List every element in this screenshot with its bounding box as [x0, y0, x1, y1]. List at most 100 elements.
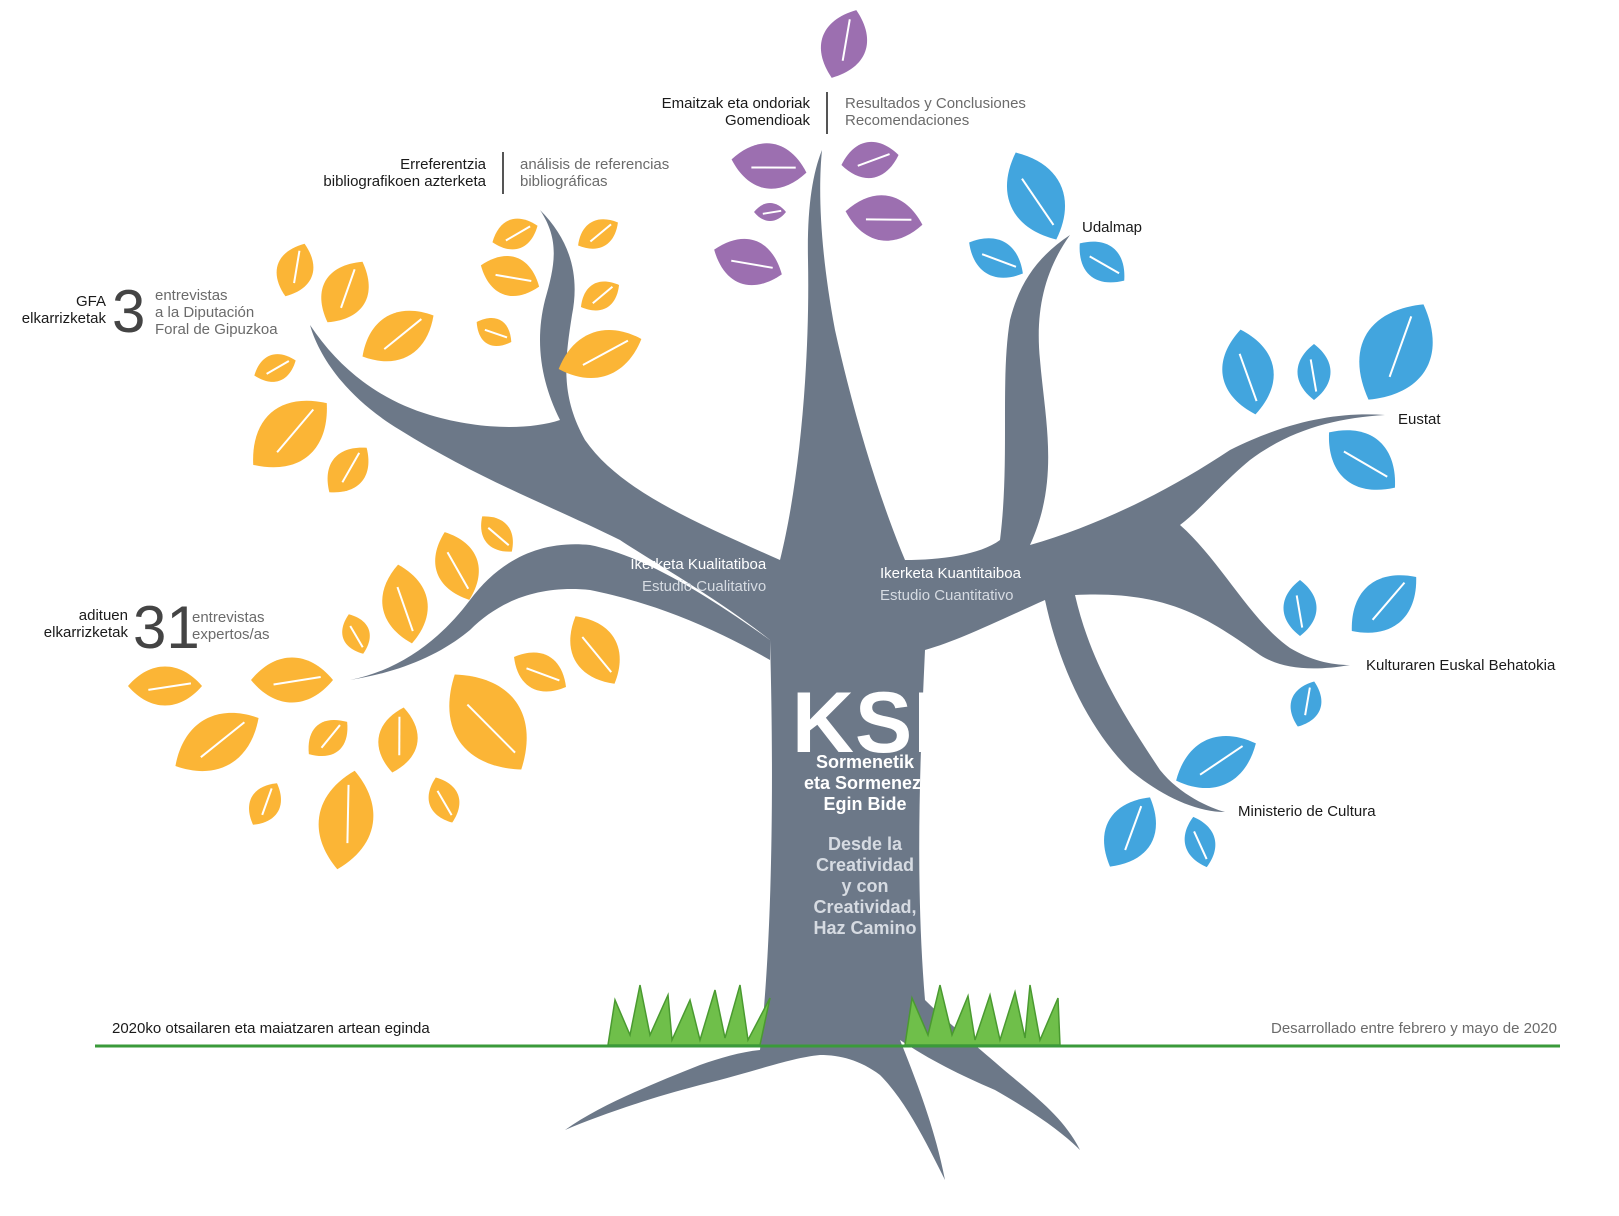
experts-label-es: entrevistas expertos/as [192, 609, 270, 643]
leaf-vein [865, 218, 912, 221]
leaf [428, 777, 460, 823]
leaf-vein [261, 788, 273, 816]
leaf-vein [1199, 745, 1244, 776]
ksi-es-line3: y con [841, 876, 889, 896]
results-eu-line2: Gomendioak [724, 112, 810, 129]
leaf-vein [857, 153, 890, 167]
leaf-vein [751, 166, 796, 169]
leaf-vein [1238, 353, 1258, 402]
qualitative-es: Estudio Cualitativo [642, 578, 767, 595]
quantitative-eu: Ikerketa Kuantitaiboa [880, 565, 1021, 582]
leaf-vein [487, 527, 510, 546]
leaf-vein [466, 703, 516, 754]
biblio-label-es: análisis de referencias bibliográficas [520, 156, 669, 190]
leaf [1184, 816, 1216, 868]
blue-leaves [969, 152, 1433, 868]
leaf [249, 783, 281, 825]
orange-leaves [128, 218, 642, 870]
purple-leaves [714, 10, 923, 286]
leaf [253, 400, 327, 468]
leaf [1079, 241, 1125, 283]
quantitative-label: Ikerketa Kuantitaiboa Estudio Cuantitati… [880, 563, 1021, 607]
leaf-vein [1089, 255, 1120, 275]
experts-eu-line1: adituen [78, 607, 128, 624]
gfa-es-line1: entrevistas [155, 287, 228, 304]
leaf-vein [1371, 581, 1406, 621]
leaf [382, 564, 428, 644]
leaf [1104, 797, 1156, 867]
leaf-vein [398, 716, 401, 756]
leaf-vein [981, 253, 1017, 268]
leaf [714, 238, 782, 286]
leaf-vein [526, 667, 560, 682]
leaf-vein [1304, 687, 1311, 716]
leaf-vein [200, 721, 246, 758]
leaf-vein [293, 250, 301, 284]
leaf-vein [731, 259, 773, 269]
experts-number: 31 [133, 594, 200, 661]
leaf [378, 707, 418, 773]
leaf-vein [505, 225, 531, 242]
source-ministerio: Ministerio de Cultura [1238, 803, 1376, 820]
leaf [969, 238, 1023, 278]
leaf-vein [349, 625, 364, 648]
leaf [276, 243, 314, 297]
ksi-eu-line3: Egin Bide [823, 794, 907, 814]
footer-right: Desarrollado entre febrero y mayo de 202… [1271, 1020, 1557, 1037]
biblio-label-eu: Erreferentzia bibliografikoen azterketa [250, 156, 486, 190]
leaf-vein [592, 285, 614, 305]
leaf-vein [341, 452, 361, 483]
results-label-es: Resultados y Conclusiones Recomendacione… [845, 95, 1026, 129]
leaf-vein [589, 223, 612, 243]
leaf-vein [1309, 359, 1318, 392]
leaf-vein [484, 328, 508, 339]
gfa-es-line2: a la Diputación [155, 304, 255, 321]
leaf-vein [266, 360, 290, 375]
leaf [321, 261, 369, 323]
source-eustat: Eustat [1398, 411, 1441, 428]
leaf [1359, 304, 1433, 400]
leaf-vein [396, 586, 414, 632]
ksi-es-line5: Haz Camino [813, 918, 917, 938]
gfa-label-es: entrevistas a la Diputación Foral de Gip… [155, 287, 278, 338]
leaf [308, 720, 348, 756]
ksi-title: KSI [791, 675, 939, 771]
leaf [175, 712, 259, 772]
biblio-es-line2: bibliográficas [520, 173, 608, 190]
tree-trunk [310, 150, 1385, 1180]
leaf [435, 532, 479, 600]
ksi-es-line2: Creatividad [815, 855, 915, 875]
biblio-eu-line1: Erreferentzia [400, 156, 486, 173]
gfa-es-line3: Foral de Gipuzkoa [155, 321, 278, 338]
leaf [251, 657, 333, 703]
leaf [128, 666, 202, 706]
leaf-vein [841, 19, 851, 61]
results-es-line1: Resultados y Conclusiones [845, 95, 1026, 112]
gfa-eu-line2: elkarrizketak [21, 310, 106, 327]
leaf-vein [1295, 595, 1304, 628]
leaf [820, 10, 868, 78]
leaf-vein [495, 273, 532, 282]
qualitative-eu: Ikerketa Kualitatiboa [630, 556, 767, 573]
leaf [731, 143, 807, 189]
leaf [327, 447, 369, 493]
experts-eu-line2: elkarrizketak [43, 624, 128, 641]
leaf-vein [762, 209, 782, 215]
quantitative-es: Estudio Cuantitativo [880, 587, 1014, 604]
ksi-eu-line1: Sormenetik [815, 752, 915, 772]
source-udalmap: Udalmap [1082, 219, 1143, 236]
gfa-label-eu: GFA elkarrizketak [0, 293, 106, 327]
source-behatokia: Kulturaren Euskal Behatokia [1366, 657, 1556, 674]
leaf [845, 195, 923, 241]
leaf [841, 141, 899, 179]
biblio-divider [502, 152, 504, 194]
results-es-line2: Recomendaciones [845, 112, 970, 129]
leaf-vein [446, 551, 470, 590]
leaf-vein [148, 682, 192, 691]
leaf [1290, 681, 1322, 727]
leaf-vein [581, 636, 613, 673]
leaf [1222, 329, 1274, 415]
ksi-es-line1: Desde la [827, 834, 903, 854]
results-label-eu: Emaitzak eta ondoriak Gomendioak [560, 95, 810, 129]
